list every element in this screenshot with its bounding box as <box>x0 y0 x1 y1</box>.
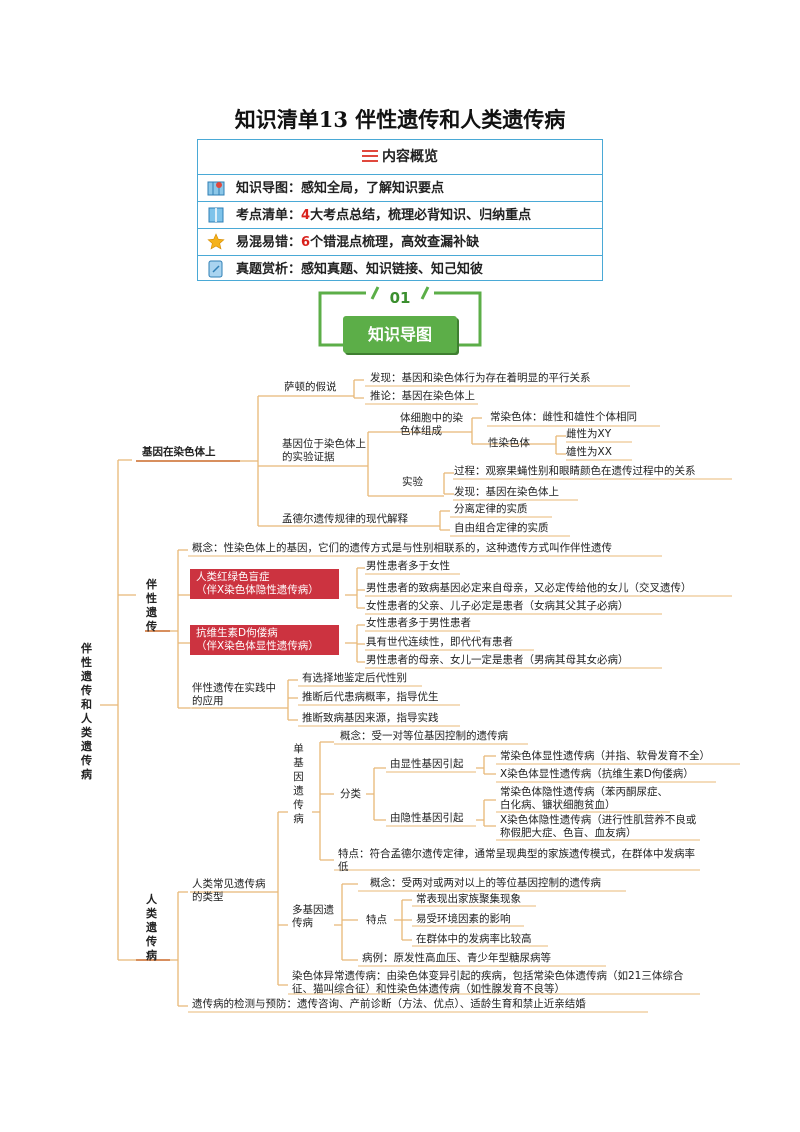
section-banner-frame <box>318 286 482 347</box>
node-text: X染色体隐性遗传病（进行性肌营养不良或称假肥大症、色盲、血友病） <box>500 814 697 839</box>
branch-label: 基因在染色体上 <box>142 446 216 458</box>
highlight-box: 抗维生素D佝偻病（伴X染色体显性遗传病） <box>190 625 339 655</box>
highlight-box: 人类红绿色盲症（伴X染色体隐性遗传病） <box>190 569 339 599</box>
node-text: 病例：原发性高血压、青少年型糖尿病等 <box>362 952 551 964</box>
overview-highlight: 4 <box>301 208 311 223</box>
node-text: 有选择地鉴定后代性别 <box>302 672 407 684</box>
node-text: 特点：符合孟德尔遗传定律，通常呈现典型的家族遗传模式，在群体中发病率低 <box>338 848 695 873</box>
node-text: 推断致病基因来源，指导实践 <box>302 712 439 724</box>
highlight-title: 抗维生素D佝偻病 <box>196 627 278 639</box>
overview-label: 真题赏析： <box>236 262 302 277</box>
node-label: 多基因遗传病 <box>292 904 334 929</box>
node-text: 在群体中的发病率比较高 <box>416 933 532 945</box>
node-text: 女性患者的父亲、儿子必定是患者（女病其父其子必病） <box>366 600 629 612</box>
node-text: 常染色体：雌性和雄性个体相同 <box>490 411 637 423</box>
overview-header: 内容概览 <box>198 140 602 174</box>
overview-label: 易混易错： <box>236 235 302 250</box>
page-title: 知识清单13 伴性遗传和人类遗传病 <box>234 107 566 132</box>
overview-heading: 内容概览 <box>382 149 438 165</box>
node-text: 常染色体隐性遗传病（苯丙酮尿症、白化病、镰状细胞贫血） <box>500 786 668 811</box>
overview-row: 易混易错：6个错混点梳理，高效查漏补缺 <box>198 228 602 255</box>
overview-text: 感知全局，了解知识要点 <box>301 181 445 196</box>
node-text: 男性患者多于女性 <box>366 560 450 572</box>
node-label: 由隐性基因引起 <box>390 812 464 824</box>
node-text: 推断后代患病概率，指导优生 <box>302 691 439 703</box>
node-text: 雌性为XY <box>566 428 612 440</box>
node-text: X染色体显性遗传病（抗维生素D佝偻病） <box>500 768 694 780</box>
node-text: 男性患者的母亲、女儿一定是患者（男病其母其女必病） <box>366 654 629 666</box>
book-icon <box>208 207 224 223</box>
overview-text: 大考点总结，梳理必背知识、归纳重点 <box>310 208 532 223</box>
overview-text: 个错混点梳理，高效查漏补缺 <box>310 235 480 250</box>
highlight-title: 人类红绿色盲症 <box>196 571 270 583</box>
node-text: 雄性为XX <box>566 446 612 458</box>
section-label: 知识导图 <box>343 316 457 353</box>
node-text: 推论：基因在染色体上 <box>370 390 475 402</box>
node-label: 实验 <box>402 476 423 488</box>
node-text: 具有世代连续性，即代代有患者 <box>366 636 513 648</box>
overview-label: 考点清单： <box>236 208 302 223</box>
map-icon <box>207 181 225 196</box>
node-label: 孟德尔遗传规律的现代解释 <box>282 513 408 525</box>
node-label: 性染色体 <box>488 437 530 449</box>
highlight-subtitle: （伴X染色体隐性遗传病） <box>196 584 319 596</box>
overview-row: 知识导图：感知全局，了解知识要点 <box>198 174 602 201</box>
overview-highlight: 6 <box>301 235 311 250</box>
node-text: 概念：受一对等位基因控制的遗传病 <box>340 730 508 742</box>
node-text: 男性患者的致病基因必定来自母亲，又必定传给他的女儿（交叉遗传） <box>366 582 692 594</box>
branch-label: 伴性遗传 <box>146 578 157 633</box>
overview-table: 内容概览 知识导图：感知全局，了解知识要点 考点清单：4大考点总结，梳理必背知识… <box>197 139 603 281</box>
node-text: 易受环境因素的影响 <box>416 913 511 925</box>
star-icon <box>207 233 225 250</box>
overview-row: 真题赏析：感知真题、知识链接、知己知彼 <box>198 255 602 282</box>
node-text: 常表现出家族聚集现象 <box>416 893 521 905</box>
highlight-subtitle: （伴X染色体显性遗传病） <box>196 640 319 652</box>
section-number: 01 <box>389 289 411 307</box>
node-text: 发现：基因和染色体行为存在着明显的平行关系 <box>370 372 591 384</box>
node-label: 人类常见遗传病的类型 <box>192 878 266 903</box>
node-label: 单基因遗传病 <box>293 743 304 825</box>
node-text: 常染色体显性遗传病（并指、软骨发育不全） <box>500 750 710 762</box>
node-text: 染色体异常遗传病：由染色体变异引起的疾病，包括常染色体遗传病（如21三体综合征、… <box>292 970 684 995</box>
node-text: 发现：基因在染色体上 <box>454 486 559 498</box>
node-label: 基因位于染色体上的实验证据 <box>282 438 366 463</box>
mindmap-root: 伴性遗传和人类遗传病 <box>81 642 92 781</box>
node-text: 概念：性染色体上的基因，它们的遗传方式是与性别相联系的，这种遗传方式叫作伴性遗传 <box>192 542 612 554</box>
overview-label: 知识导图： <box>236 181 302 196</box>
overview-row: 考点清单：4大考点总结，梳理必背知识、归纳重点 <box>198 201 602 228</box>
node-label: 由显性基因引起 <box>390 758 464 770</box>
node-label: 特点 <box>366 914 387 926</box>
edit-icon <box>208 260 223 278</box>
branch-label: 人类遗传病 <box>146 893 157 962</box>
list-icon <box>362 150 378 162</box>
node-label: 分类 <box>340 788 361 800</box>
node-label: 体细胞中的染色体组成 <box>400 412 463 437</box>
node-text: 概念：受两对或两对以上的等位基因控制的遗传病 <box>370 877 601 889</box>
node-text: 过程：观察果蝇性别和眼睛颜色在遗传过程中的关系 <box>454 465 696 477</box>
node-text: 遗传病的检测与预防：遗传咨询、产前诊断（方法、优点）、适龄生育和禁止近亲结婚 <box>192 998 586 1010</box>
node-text: 女性患者多于男性患者 <box>366 617 471 629</box>
overview-text: 感知真题、知识链接、知己知彼 <box>301 262 484 277</box>
node-text: 自由组合定律的实质 <box>454 522 549 534</box>
node-label: 伴性遗传在实践中的应用 <box>192 682 276 707</box>
node-label: 萨顿的假说 <box>284 381 337 393</box>
node-text: 分离定律的实质 <box>454 503 528 515</box>
